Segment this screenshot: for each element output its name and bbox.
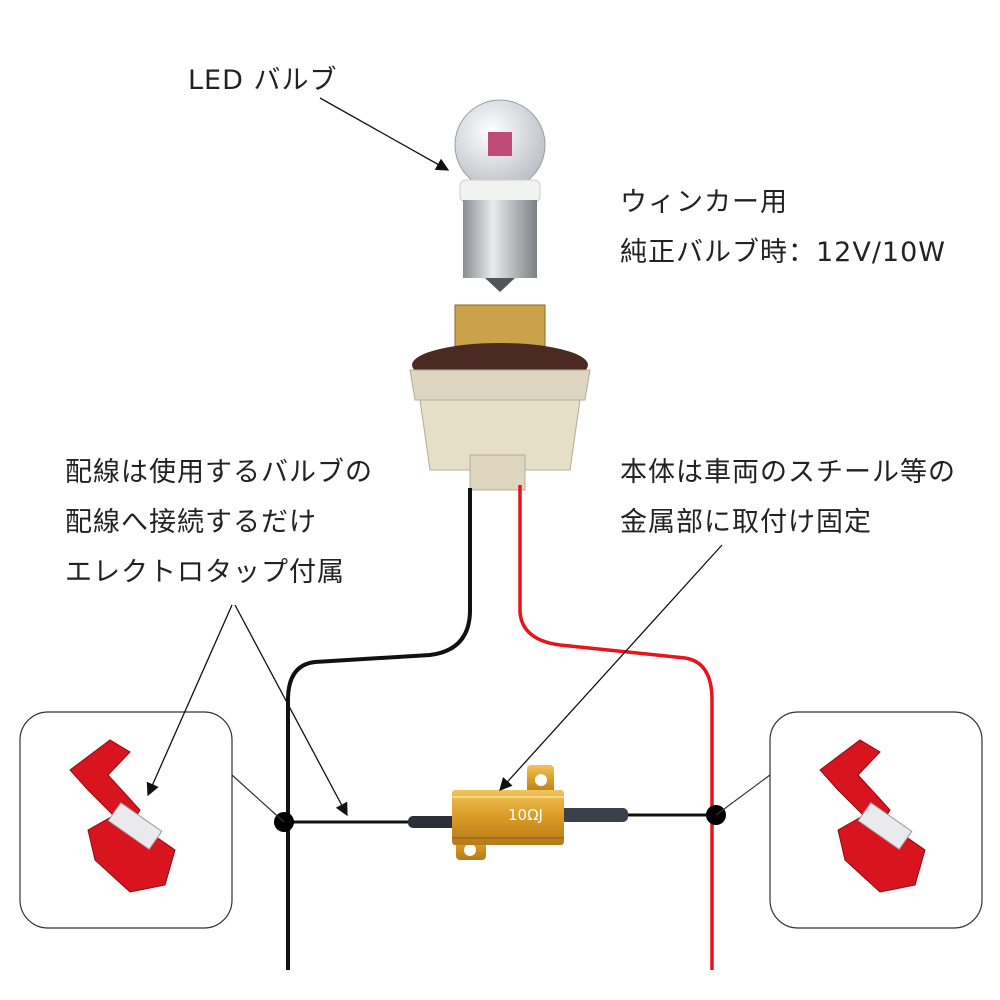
led-bulb-label: LED バルブ bbox=[188, 65, 338, 96]
led-bulb-image bbox=[454, 99, 546, 292]
electro-tap-right bbox=[819, 739, 926, 893]
turn-signal-label: ウィンカー用 bbox=[620, 187, 788, 218]
red-wire bbox=[518, 485, 714, 970]
mount-note-2: 金属部に取付け固定 bbox=[620, 507, 872, 538]
arrow-tap bbox=[146, 604, 233, 797]
mount-note-1: 本体は車両のスチール等の bbox=[620, 457, 956, 488]
wiring-note-1: 配線は使用するバルブの bbox=[65, 457, 373, 488]
arrow-resistor bbox=[499, 544, 723, 791]
arrow-wire bbox=[234, 604, 348, 817]
stock-bulb-label: 純正バルブ時：12V/10W bbox=[620, 237, 946, 268]
black-wire bbox=[286, 488, 472, 970]
wiring-note-2: 配線へ接続するだけ bbox=[65, 507, 317, 538]
wiring-note-3: エレクトロタップ付属 bbox=[65, 557, 345, 588]
resistor-value: 10ΩJ bbox=[508, 806, 543, 824]
bulb-socket-image bbox=[409, 304, 591, 491]
arrow-led bbox=[319, 97, 450, 171]
resistor-image bbox=[452, 765, 564, 860]
electro-tap-left bbox=[69, 739, 176, 893]
